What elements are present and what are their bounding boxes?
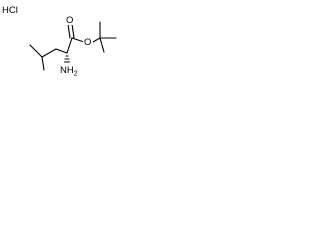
salt-label: HCl [2,5,18,16]
amine-nh: NH [60,65,74,76]
bond-carbonyl-ester-o [71,37,85,43]
bond-methyl-bottom [41,56,45,71]
ester-oxygen-bg [83,36,93,47]
bond-isopropyl-ch2 [41,48,57,58]
bond-alpha-carbonyl [66,37,73,54]
chemical-structure-diagram: HCl O O NH2 [2,5,117,78]
bond-carbonyl-double-a [67,23,71,39]
carbonyl-oxygen-bg [65,14,75,25]
amine-subscript: 2 [74,71,78,78]
amine-label: NH2 [60,65,78,78]
bond-tbutyl-down [99,37,105,53]
bond-ch2-alpha [55,48,68,54]
carbonyl-oxygen-label: O [66,15,73,26]
bond-o-tbutyl [92,37,101,43]
bond-carbonyl-double-b [71,23,75,39]
bond-methyl-top [29,44,43,58]
stereo-hash-wedge [63,55,71,63]
ester-oxygen-label: O [84,37,91,48]
